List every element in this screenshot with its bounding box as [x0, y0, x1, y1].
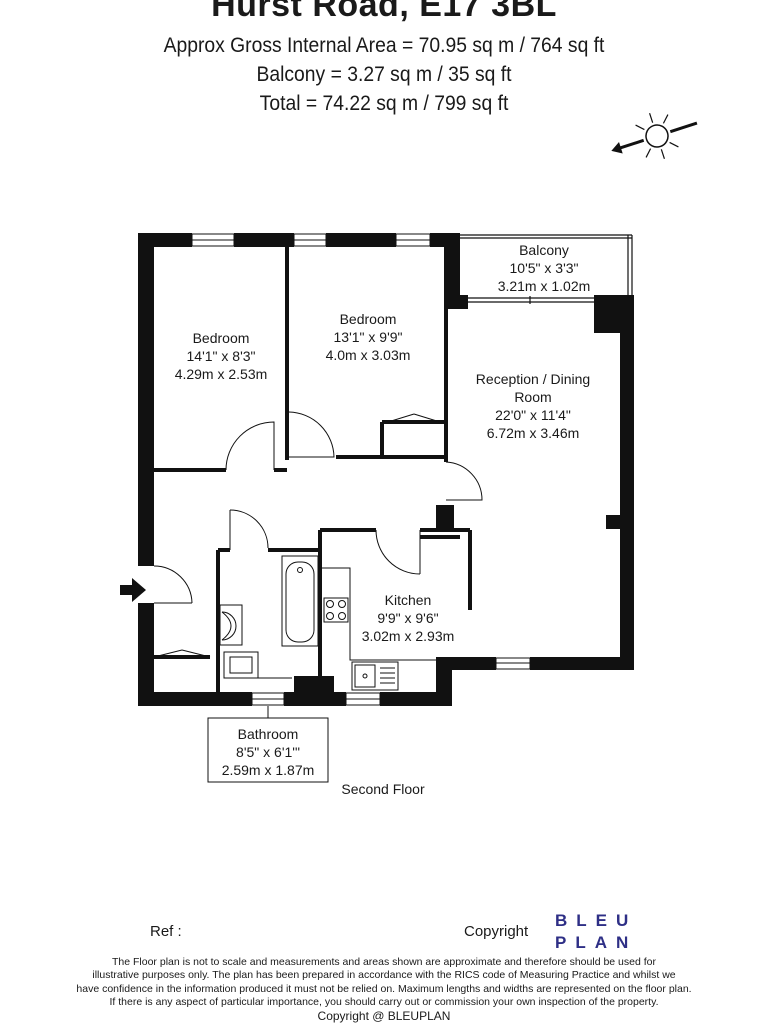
total-area-text: Total = 74.22 sq m / 799 sq ft [259, 92, 509, 115]
compass-icon [611, 112, 698, 160]
property-title: Hurst Road, E17 3BL [211, 0, 557, 24]
reception-imperial: 22'0" x 11'4" [495, 407, 571, 423]
disclaimer-line: illustrative purposes only. The plan has… [92, 969, 676, 982]
balcony-outline [460, 234, 633, 304]
bedroom2-name: Bedroom [339, 311, 397, 327]
copyright-label: Copyright [464, 923, 529, 940]
balcony-metric: 3.21m x 1.02m [497, 278, 591, 294]
bedroom1-imperial: 14'1" x 8'3" [186, 348, 256, 364]
entrance-arrow-icon [120, 578, 146, 602]
balcony-area-text: Balcony = 3.27 sq m / 35 sq ft [256, 63, 512, 86]
kitchen-label: Kitchen 9'9" x 9'6" 3.02m x 2.93m [353, 591, 463, 645]
bathroom-label: Bathroom 8'5" x 6'1'" 2.59m x 1.87m [208, 725, 328, 779]
floor-label: Second Floor [341, 781, 425, 797]
bathroom-name: Bathroom [237, 726, 299, 742]
bathroom-fixtures [219, 555, 319, 679]
bathroom-metric: 2.59m x 1.87m [221, 762, 315, 778]
disclaimer-line: have confidence in the information produ… [76, 982, 692, 995]
walls [138, 233, 634, 706]
bedroom2-imperial: 13'1" x 9'9" [333, 329, 403, 345]
kitchen-fixtures [322, 567, 436, 691]
logo-line1: BLEU [555, 911, 638, 930]
bedroom2-metric: 4.0m x 3.03m [325, 347, 411, 363]
disclaimer-line: The Floor plan is not to scale and measu… [112, 956, 656, 968]
bedroom1-name: Bedroom [192, 330, 250, 346]
balcony-name: Balcony [519, 242, 569, 258]
gross-area-text: Approx Gross Internal Area = 70.95 sq m … [163, 34, 605, 57]
copyright-notice: Copyright @ BLEUPLAN [317, 1008, 451, 1023]
reception-metric: 6.72m x 3.46m [486, 425, 580, 441]
bedroom1-metric: 4.29m x 2.53m [174, 366, 268, 382]
bathroom-label-box [207, 717, 329, 783]
bedroom1-label: Bedroom 14'1" x 8'3" 4.29m x 2.53m [166, 329, 276, 383]
logo-line2: PLAN [555, 933, 638, 952]
disclaimer-line: If there is any aspect of particular imp… [109, 996, 659, 1009]
reception-label: Reception / Dining Room 22'0" x 11'4" 6.… [462, 370, 604, 442]
bedroom2-label: Bedroom 13'1" x 9'9" 4.0m x 3.03m [313, 310, 423, 364]
balcony-label: Balcony 10'5" x 3'3" 3.21m x 1.02m [489, 241, 599, 295]
bleuplan-logo: BLEU PLAN [555, 910, 637, 954]
ref-label: Ref : [150, 923, 182, 940]
bathroom-imperial: 8'5" x 6'1'" [236, 744, 300, 760]
windows [191, 233, 531, 706]
door-swings [153, 411, 483, 658]
reception-name-line1: Reception / Dining [475, 371, 591, 387]
disclaimer: The Floor plan is not to scale and measu… [40, 956, 728, 1023]
interior-walls [154, 247, 472, 692]
balcony-imperial: 10'5" x 3'3" [509, 260, 579, 276]
kitchen-metric: 3.02m x 2.93m [361, 628, 455, 644]
kitchen-name: Kitchen [384, 592, 432, 608]
reception-name-line2: Room [514, 389, 552, 405]
kitchen-imperial: 9'9" x 9'6" [377, 610, 439, 626]
